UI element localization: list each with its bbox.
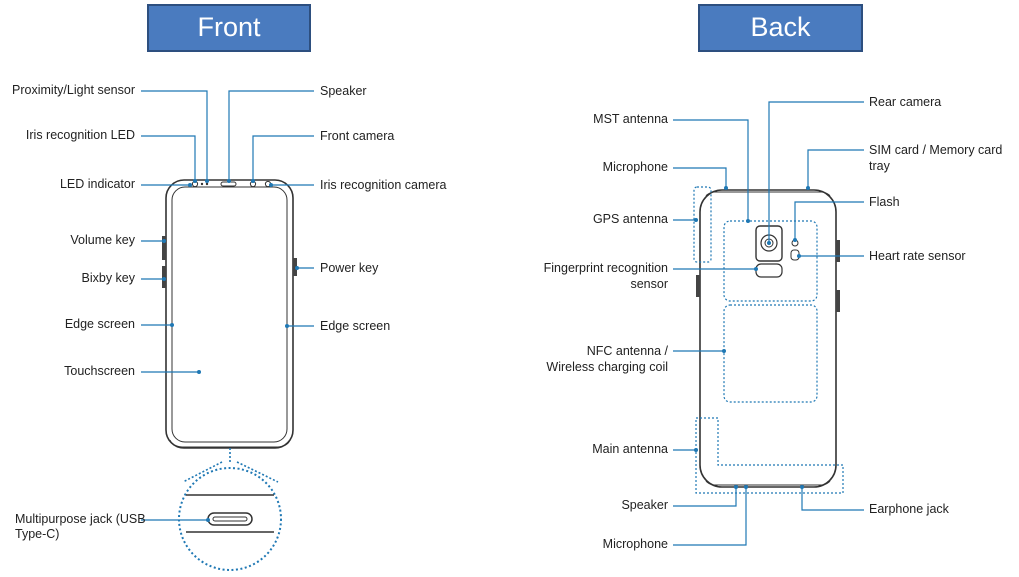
main-antenna-area xyxy=(695,417,844,494)
label-multipurpose-jack-line2: Type-C) xyxy=(15,527,60,541)
label-nfc-line2: Wireless charging coil xyxy=(546,360,668,374)
fingerprint-sensor-shape xyxy=(755,263,783,278)
label-microphone-bottom: Microphone xyxy=(602,537,668,551)
label-flash: Flash xyxy=(869,195,900,209)
back-callout-dots xyxy=(694,186,810,489)
usb-port-shape xyxy=(207,512,253,526)
label-power-key: Power key xyxy=(320,261,379,275)
label-mst-antenna: MST antenna xyxy=(593,112,668,126)
back-antenna-areas xyxy=(693,186,844,494)
label-sim-tray-line1: SIM card / Memory card xyxy=(869,143,1003,157)
back-phone xyxy=(696,189,840,488)
label-volume-key: Volume key xyxy=(70,233,135,247)
front-screen-outline xyxy=(171,186,288,443)
power-key-shape xyxy=(293,258,297,276)
usb-zoom xyxy=(178,448,282,571)
label-heart-rate-sensor: Heart rate sensor xyxy=(869,249,966,263)
label-bixby-key: Bixby key xyxy=(81,271,136,285)
label-speaker-front: Speaker xyxy=(320,84,367,98)
label-edge-screen-right: Edge screen xyxy=(320,319,391,333)
usb-zoom-circle xyxy=(178,467,282,571)
label-iris-recognition-camera: Iris recognition camera xyxy=(320,178,447,192)
back-title: Back xyxy=(698,4,863,52)
label-led-indicator: LED indicator xyxy=(59,177,135,191)
front-callouts xyxy=(141,90,314,521)
label-main-antenna: Main antenna xyxy=(592,442,668,456)
front-callout-dots xyxy=(162,179,299,522)
label-iris-recognition-led: Iris recognition LED xyxy=(25,128,135,142)
label-touchscreen: Touchscreen xyxy=(64,364,135,378)
front-phone xyxy=(162,179,297,449)
label-front-camera: Front camera xyxy=(320,129,395,143)
volume-key-shape xyxy=(162,236,166,260)
nfc-antenna-area xyxy=(723,304,818,403)
label-speaker-back: Speaker xyxy=(621,498,668,512)
label-gps-antenna: GPS antenna xyxy=(592,212,668,226)
front-phone-body xyxy=(165,179,294,449)
label-fingerprint-line2: sensor xyxy=(630,277,668,291)
gps-antenna-area xyxy=(693,186,712,263)
mst-antenna-area xyxy=(723,220,818,302)
label-nfc-line1: NFC antenna / xyxy=(586,344,668,358)
back-callouts xyxy=(673,101,864,546)
label-microphone-top: Microphone xyxy=(602,160,668,174)
front-title: Front xyxy=(147,4,311,52)
label-proximity-light-sensor: Proximity/Light sensor xyxy=(12,83,135,97)
label-edge-screen-left: Edge screen xyxy=(64,317,135,331)
label-rear-camera: Rear camera xyxy=(869,95,942,109)
label-earphone-jack: Earphone jack xyxy=(869,502,949,516)
label-multipurpose-jack-line1: Multipurpose jack (USB xyxy=(15,512,146,526)
label-fingerprint-line1: Fingerprint recognition xyxy=(543,261,668,275)
label-sim-tray-line2: tray xyxy=(869,159,890,173)
back-phone-body xyxy=(699,189,837,488)
